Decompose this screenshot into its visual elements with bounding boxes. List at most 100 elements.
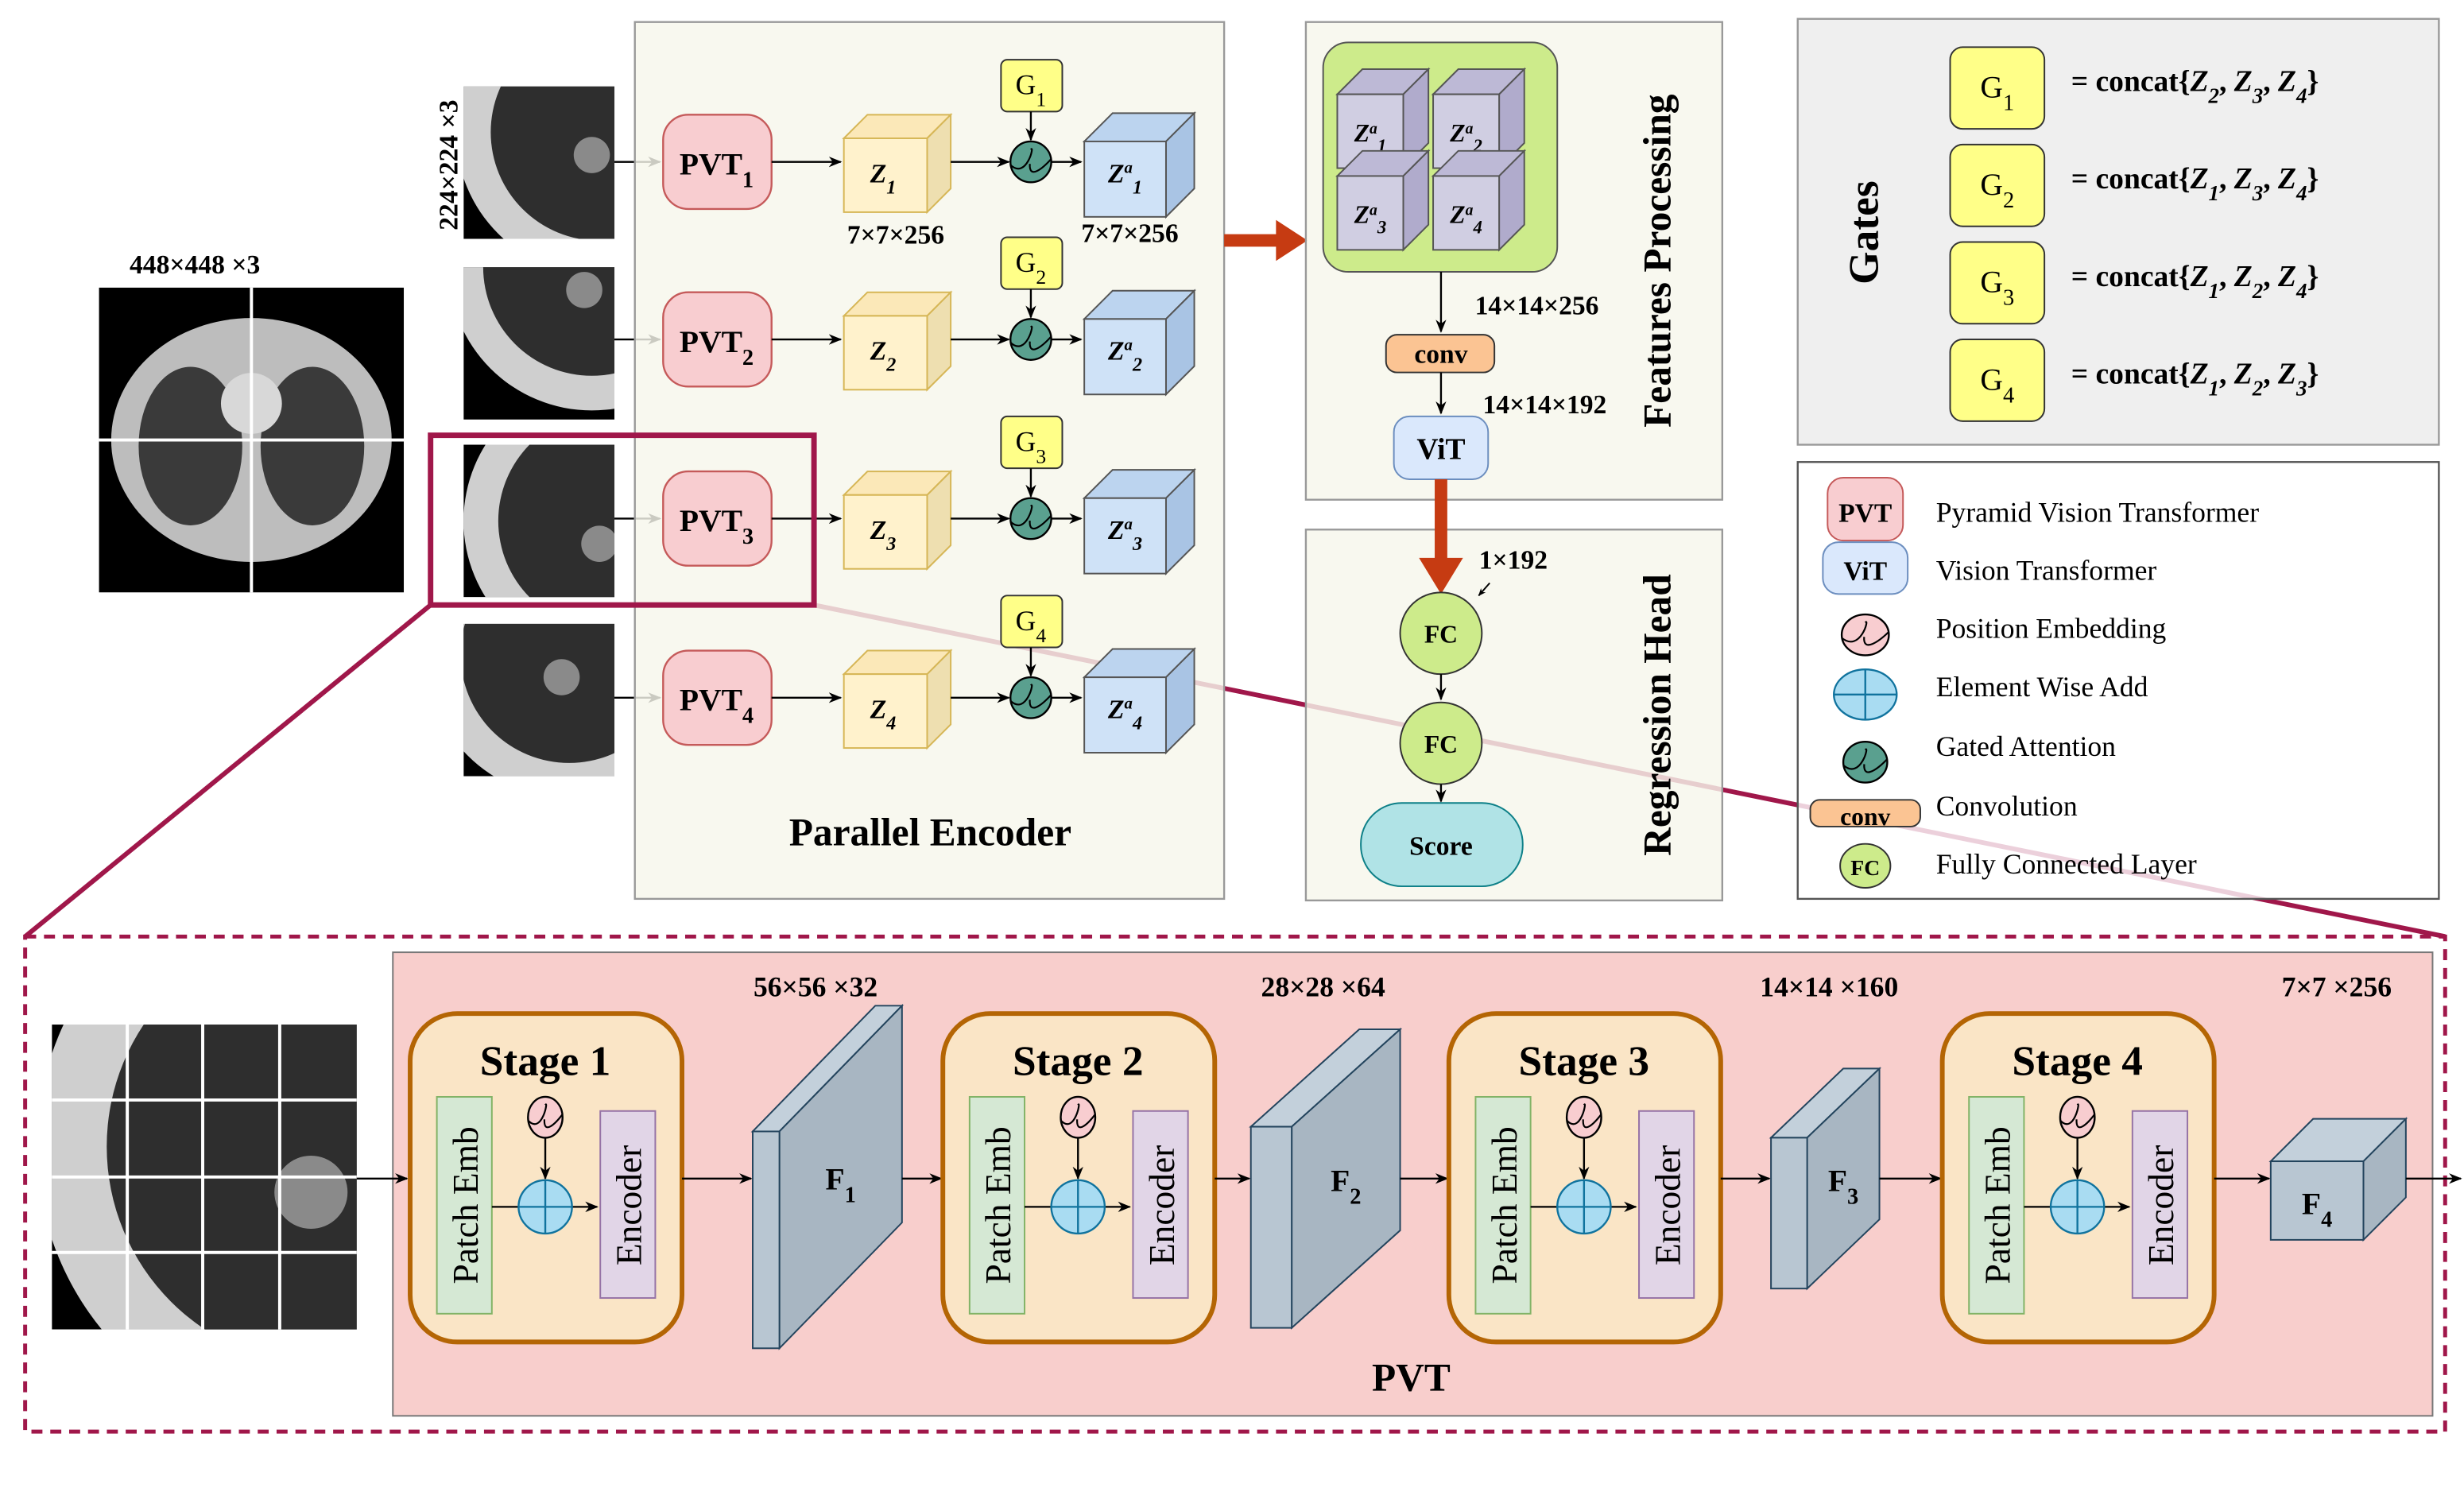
gated-attention-icon-4 (1009, 676, 1052, 719)
position-embedding-icon-3 (1565, 1095, 1602, 1139)
pvt-legend-icon-label-part: PVT (1838, 498, 1892, 528)
parallel-encoder-title: Parallel Encoder (789, 811, 1071, 854)
z-cube-label-1-part: Z (870, 159, 887, 188)
legend-label-7-part: Fully Connected Layer (1936, 848, 2197, 880)
gate-equation-2-part: 1 (2209, 181, 2220, 205)
gate-equation-3-part: 4 (2295, 279, 2307, 303)
gate-box-label-2-part: 2 (1036, 265, 1046, 289)
pvt-block-label-1: PVT1 (680, 146, 754, 192)
gate-box-label-3-part: G (1016, 425, 1036, 457)
gate-box-label-2-part: G (1016, 246, 1036, 278)
fc-legend-icon (1839, 843, 1892, 889)
crop-image-4 (463, 623, 615, 777)
fc-legend-icon-label-part: FC (1850, 855, 1880, 880)
gated-attention-icon (1842, 740, 1889, 784)
gated-attention-icon-2-circle (1009, 318, 1052, 361)
fc-layer-1-label: FC (1424, 621, 1458, 649)
gate-definition-label-1: G1 (1980, 70, 2014, 116)
pvt-block-label-4-part: PVT (680, 683, 742, 718)
feature-map-1-label-part: 1 (845, 1183, 856, 1207)
element-wise-add-icon-1 (517, 1179, 573, 1235)
fc-layer-2-label: FC (1424, 730, 1458, 758)
feature-map-1-label: F1 (826, 1162, 856, 1208)
gate-box-label-4-part: 4 (1036, 623, 1046, 646)
concat-cube-label-4-part: Z (1449, 201, 1465, 229)
gate-equation-3-part: , (2219, 261, 2234, 293)
gate-equation-2-part: Z (2233, 163, 2253, 196)
gated-attention-icon-4-curve (1009, 684, 1052, 709)
gate-equation-1: = concat{Z2, Z3, Z4} (2071, 66, 2319, 108)
conv-block-label: conv (1414, 340, 1467, 370)
pvt3-highlight-box (428, 432, 817, 608)
za-cube-label-2-part: a (1125, 335, 1133, 354)
gate-equation-2-part: Z (2277, 163, 2296, 196)
conv-legend-icon-label: conv (1840, 803, 1890, 831)
encoder-block-label-1: Encoder (609, 1145, 649, 1265)
conv-legend-icon (1809, 799, 1921, 827)
feature-map-2-label-part: 2 (1350, 1184, 1361, 1209)
legend-label-4-part: Element Wise Add (1936, 671, 2148, 703)
encoder-block-label-4-part: Encoder (2141, 1145, 2181, 1265)
position-embedding-icon-3-curve (1566, 1103, 1602, 1129)
pvt-detail-title-part: PVT (1372, 1356, 1451, 1400)
za-cube-label-4: Za4 (1107, 694, 1142, 734)
feature-map-3-label: F3 (1828, 1164, 1858, 1210)
crop-image-4-scan (463, 623, 615, 777)
gates-title-part: Gates (1840, 180, 1888, 284)
legend-item-5: Gated Attention (1842, 730, 2116, 784)
gate-definition-label-1-part: 1 (2003, 91, 2014, 115)
vit-block-label: ViT (1416, 433, 1465, 466)
concat-cube-label-2-part: Z (1449, 119, 1465, 147)
z-cube-label-2-part: 2 (885, 354, 896, 375)
za-cube-label-1: Za1 (1107, 157, 1142, 198)
stage-4-title: Stage 4 (2012, 1036, 2143, 1084)
encoder-block-label-1-part: Encoder (609, 1145, 649, 1265)
gate-equation-3-part: Z (2190, 261, 2209, 293)
encoder-block-4 (2131, 1110, 2189, 1300)
crop-image-4-lung (463, 623, 615, 763)
za-cube-label-3-part: 3 (1132, 533, 1142, 555)
gated-attention-icon-1-curve (1009, 148, 1052, 173)
feature-map-2-front (1249, 1125, 1293, 1329)
crop-image-3-vessels (581, 525, 615, 562)
patch-embedding-label-1-part: Patch Emb (445, 1126, 486, 1284)
gate-equation-4-part: 1 (2209, 376, 2220, 400)
score-output (1360, 802, 1524, 888)
gate-equation-4-part: 3 (2295, 376, 2307, 400)
z-cube-label-1: Z1 (870, 159, 897, 198)
gate-definition-label-1-part: G (1980, 70, 2003, 105)
element-wise-add-icon-4 (2049, 1179, 2106, 1235)
concat-cube-label-3-part: a (1370, 202, 1377, 219)
feature-map-4-label-part: F (2302, 1186, 2321, 1221)
patch-embedding-block-1 (436, 1095, 493, 1315)
feature-map-2-label-part: F (1331, 1164, 1350, 1199)
za-cube-label-3-part: a (1125, 514, 1133, 533)
score-output-label: Score (1409, 832, 1473, 862)
pvt-block-label-1-part: PVT (680, 146, 742, 181)
za-feature-cube-3-front (1083, 497, 1167, 575)
crop-image-3 (463, 444, 615, 598)
feature-map-1-dims: 56×56 ×32 (754, 970, 878, 1002)
gate-equation-1-part: 3 (2252, 84, 2264, 108)
conv-dims-label-part: 14×14×192 (1482, 390, 1606, 420)
position-embedding-icon-curve (1841, 621, 1890, 646)
concat-dims-label: 14×14×256 (1475, 291, 1599, 320)
concat-cube-label-4: Za4 (1449, 201, 1482, 237)
stage-3-title-part: Stage 3 (1519, 1036, 1650, 1084)
gate-equation-1-part: Z (2277, 66, 2296, 99)
gate-equation-4-part: Z (2233, 358, 2253, 390)
gated-attention-icon-circle (1842, 740, 1889, 784)
za-cube-label-2: Za2 (1107, 335, 1142, 376)
gates-box (1796, 17, 2440, 446)
gate-definition-label-3-part: 3 (2003, 285, 2014, 310)
gate-equation-1-part: = concat{ (2071, 66, 2191, 99)
pvt-block-label-3: PVT3 (680, 503, 754, 549)
gate-definition-box-3 (1949, 241, 2046, 325)
vit-block-label-part: ViT (1416, 433, 1465, 466)
